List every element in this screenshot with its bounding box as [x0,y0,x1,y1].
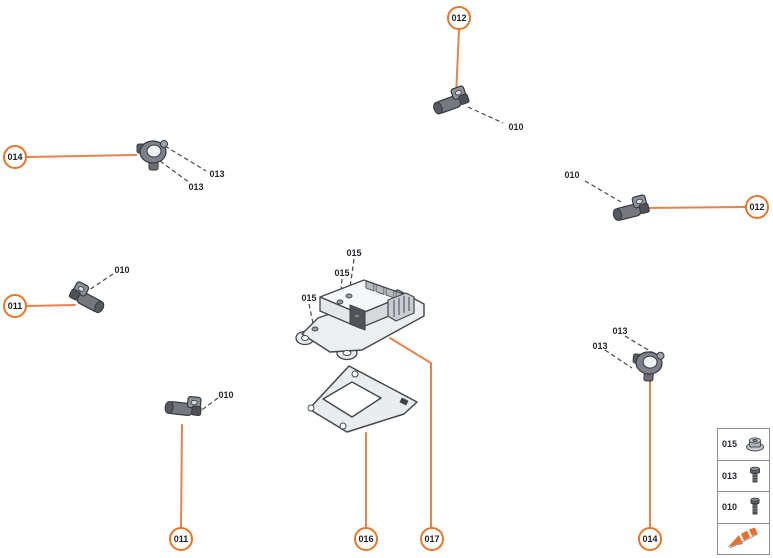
part-label-010-top[interactable]: 010 [508,122,524,132]
fastener-legend: 015 013 010 [717,428,770,555]
part-label-015-center-mid[interactable]: 015 [334,268,350,278]
callout-014-bottom-right[interactable]: 014 [638,527,662,551]
part-label-010-right[interactable]: 010 [564,170,580,180]
part-label-015-center-left[interactable]: 015 [301,293,317,303]
callout-012-right[interactable]: 012 [745,195,769,219]
leader-011-left [26,304,76,307]
bolt-icon [750,466,760,483]
bolt-icon [750,498,760,515]
legend-label-010: 010 [722,502,738,513]
callout-label: 012 [451,13,467,23]
leader-012-top [455,29,460,97]
legend-row-010[interactable]: 010 [718,492,769,524]
callout-label: 014 [7,152,23,162]
crash-sensor-illustration-bottom-right [631,349,665,383]
mounting-bracket-illustration [307,365,418,433]
legend-label-013: 013 [722,470,738,481]
dashed-reference-lines [85,106,656,413]
flange-nut-icon [746,437,764,452]
airbag-control-module-illustration [295,279,425,361]
legend-row-013[interactable]: 013 [718,461,769,492]
callout-label: 017 [424,534,440,544]
crash-sensor-illustration-left [136,139,169,171]
callout-011-left[interactable]: 011 [3,294,27,318]
callout-016[interactable]: 016 [354,527,378,551]
part-label-010-left-middle[interactable]: 010 [114,265,130,275]
callout-label: 011 [7,301,23,311]
part-label-013-left-lower[interactable]: 013 [188,182,204,192]
leader-014-left [26,154,137,158]
leader-lines [26,29,746,528]
impact-sensor-illustration-left-middle [67,279,110,315]
legend-row-015[interactable]: 015 [718,429,769,461]
callout-012-top[interactable]: 012 [447,6,471,30]
leader-011-bottom [180,424,183,528]
legend-row-direction [718,524,769,555]
part-label-010-bottom-left[interactable]: 010 [218,390,234,400]
callout-014-left[interactable]: 014 [3,145,27,169]
part-label-015-center-top[interactable]: 015 [346,248,362,258]
callout-label: 012 [749,202,765,212]
part-label-013-right-lower[interactable]: 013 [592,341,608,351]
part-label-013-right-upper[interactable]: 013 [612,326,628,336]
legend-label-015: 015 [722,439,738,450]
callout-017[interactable]: 017 [420,527,444,551]
crash-sensor-illustration-right [609,193,651,223]
leader-017 [389,337,432,528]
callout-label: 014 [642,534,658,544]
callout-label: 011 [173,534,189,544]
callout-label: 016 [358,534,374,544]
crash-sensor-illustration-bottom-left [163,393,203,418]
callout-011-bottom[interactable]: 011 [169,527,193,551]
crash-sensor-illustration-top [429,84,471,116]
leader-012-right [642,206,746,209]
part-label-013-left-upper[interactable]: 013 [209,169,225,179]
direction-arrow-icon [727,527,758,549]
